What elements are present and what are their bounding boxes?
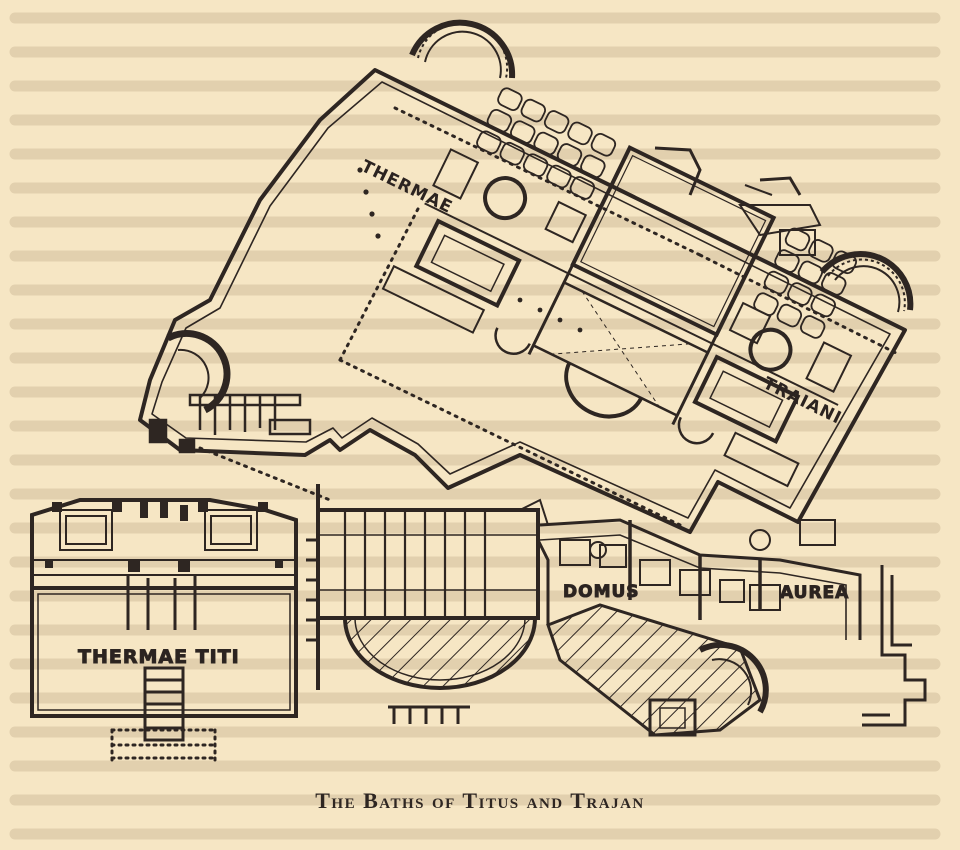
palaestra-west — [413, 218, 522, 309]
vaulted-cells-north — [476, 87, 617, 200]
dotted-line-west — [338, 203, 422, 362]
label-thermae-titi: THERMAE TITI — [78, 646, 240, 668]
ruins-northeast — [654, 146, 822, 256]
central-hemicycle-complex — [306, 484, 550, 724]
wall-detail-east — [862, 565, 927, 727]
figure-caption: The Baths of Titus and Trajan — [315, 788, 645, 813]
dotted-line-south — [198, 446, 332, 502]
vaulted-cells-south — [753, 227, 857, 339]
dotted-line-mid — [338, 358, 682, 527]
label-aurea: AUREA — [780, 583, 849, 603]
west-exedra — [166, 330, 231, 414]
trajan-inner-wall — [151, 81, 891, 519]
baths-of-trajan-plan: THERMAE TRAIANI — [138, 19, 914, 534]
titus-north-room-east — [204, 509, 258, 551]
label-domus: DOMUS — [563, 582, 640, 602]
caldarium-apse — [564, 362, 644, 419]
dotted-line-north — [393, 106, 702, 257]
palaestra-east — [692, 354, 801, 445]
great-hemicycle — [342, 616, 538, 690]
east-exedra — [819, 251, 914, 313]
titus-staircase — [143, 666, 185, 742]
domus-aurea-hatched-wing — [546, 603, 762, 737]
trajan-outer-wall — [138, 68, 907, 534]
domus-aurea-plan: DOMUS AUREA — [539, 518, 862, 737]
domus-aurea-apse — [698, 641, 769, 714]
ruins-west — [148, 393, 312, 454]
round-room-west — [483, 176, 528, 221]
north-exedra — [409, 19, 516, 79]
label-thermae: THERMAE — [358, 157, 456, 218]
central-hall — [531, 280, 710, 418]
baths-of-titus-plan: THERMAE TITI — [30, 498, 298, 762]
round-room-east — [748, 327, 793, 372]
titus-north-room-west — [59, 509, 113, 551]
